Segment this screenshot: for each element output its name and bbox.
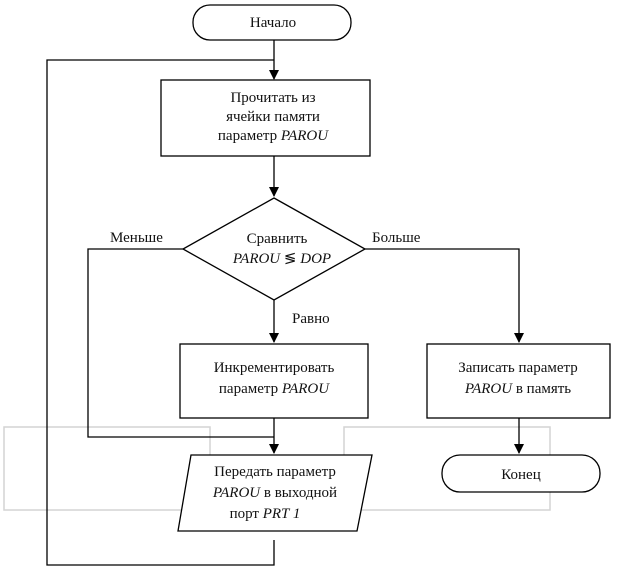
output-io-shape [177, 454, 373, 532]
read-process-shape [160, 79, 371, 157]
write-line-1: Записать параметр [458, 360, 578, 376]
write-line-2-suffix: в память [516, 381, 571, 397]
write-line-2: PAROU в память [464, 381, 571, 397]
read-process-block: Прочитать из ячейки памяти параметр PARO… [160, 79, 371, 157]
branch-greater-label: Больше [372, 230, 421, 246]
connector-greater-branch [365, 248, 524, 343]
branch-equal-label: Равно [292, 311, 330, 327]
write-process-shape [426, 343, 611, 419]
start-terminal-shape [192, 4, 352, 41]
read-line-3: параметр PAROU [218, 128, 329, 144]
read-line-2: ячейки памяти [226, 109, 320, 125]
output-line-3-prefix: порт [230, 506, 260, 522]
end-terminal: Конец [441, 454, 601, 493]
output-line-2-suffix: в выходной [264, 485, 337, 501]
compare-decision: Сравнить PAROU ≶ DOP [181, 197, 367, 301]
write-process-block: Записать параметр PAROU в память [426, 343, 611, 419]
increment-line-2: параметр PAROU [219, 381, 330, 397]
start-terminal: Начало [192, 4, 352, 41]
increment-process-block: Инкрементировать параметр PAROU [179, 343, 369, 419]
output-io-block: Передать параметр PAROU в выходной порт … [177, 454, 373, 532]
read-line-3-prefix: параметр [218, 128, 277, 144]
end-terminal-shape [441, 454, 601, 493]
output-line-2: PAROU в выходной [212, 485, 337, 501]
compare-line-1: Сравнить [247, 231, 308, 247]
output-line-1: Передать параметр [214, 464, 336, 480]
increment-line-2-prefix: параметр [219, 381, 278, 397]
compare-var-right: DOP [299, 251, 331, 267]
increment-line-2-var: PAROU [281, 381, 330, 397]
read-line-1: Прочитать из [230, 90, 315, 106]
compare-line-2: PAROU ≶ DOP [232, 251, 331, 267]
start-label: Начало [250, 15, 296, 31]
compare-var-left: PAROU [232, 251, 281, 267]
connector-less-branch [87, 248, 274, 438]
output-line-2-var: PAROU [212, 485, 261, 501]
end-label: Конец [501, 467, 540, 483]
output-line-3: порт PRT 1 [230, 506, 301, 522]
increment-process-shape [179, 343, 369, 419]
compare-operator: ≶ [284, 251, 297, 267]
compare-decision-shape [181, 197, 367, 301]
faint-frame-left [3, 426, 211, 511]
increment-line-1: Инкрементировать [214, 360, 335, 376]
loop-back-connector [46, 59, 275, 566]
branch-less-label: Меньше [110, 230, 163, 246]
output-line-3-var: PRT 1 [262, 506, 301, 522]
read-line-3-var: PAROU [280, 128, 329, 144]
write-line-2-var: PAROU [464, 381, 513, 397]
